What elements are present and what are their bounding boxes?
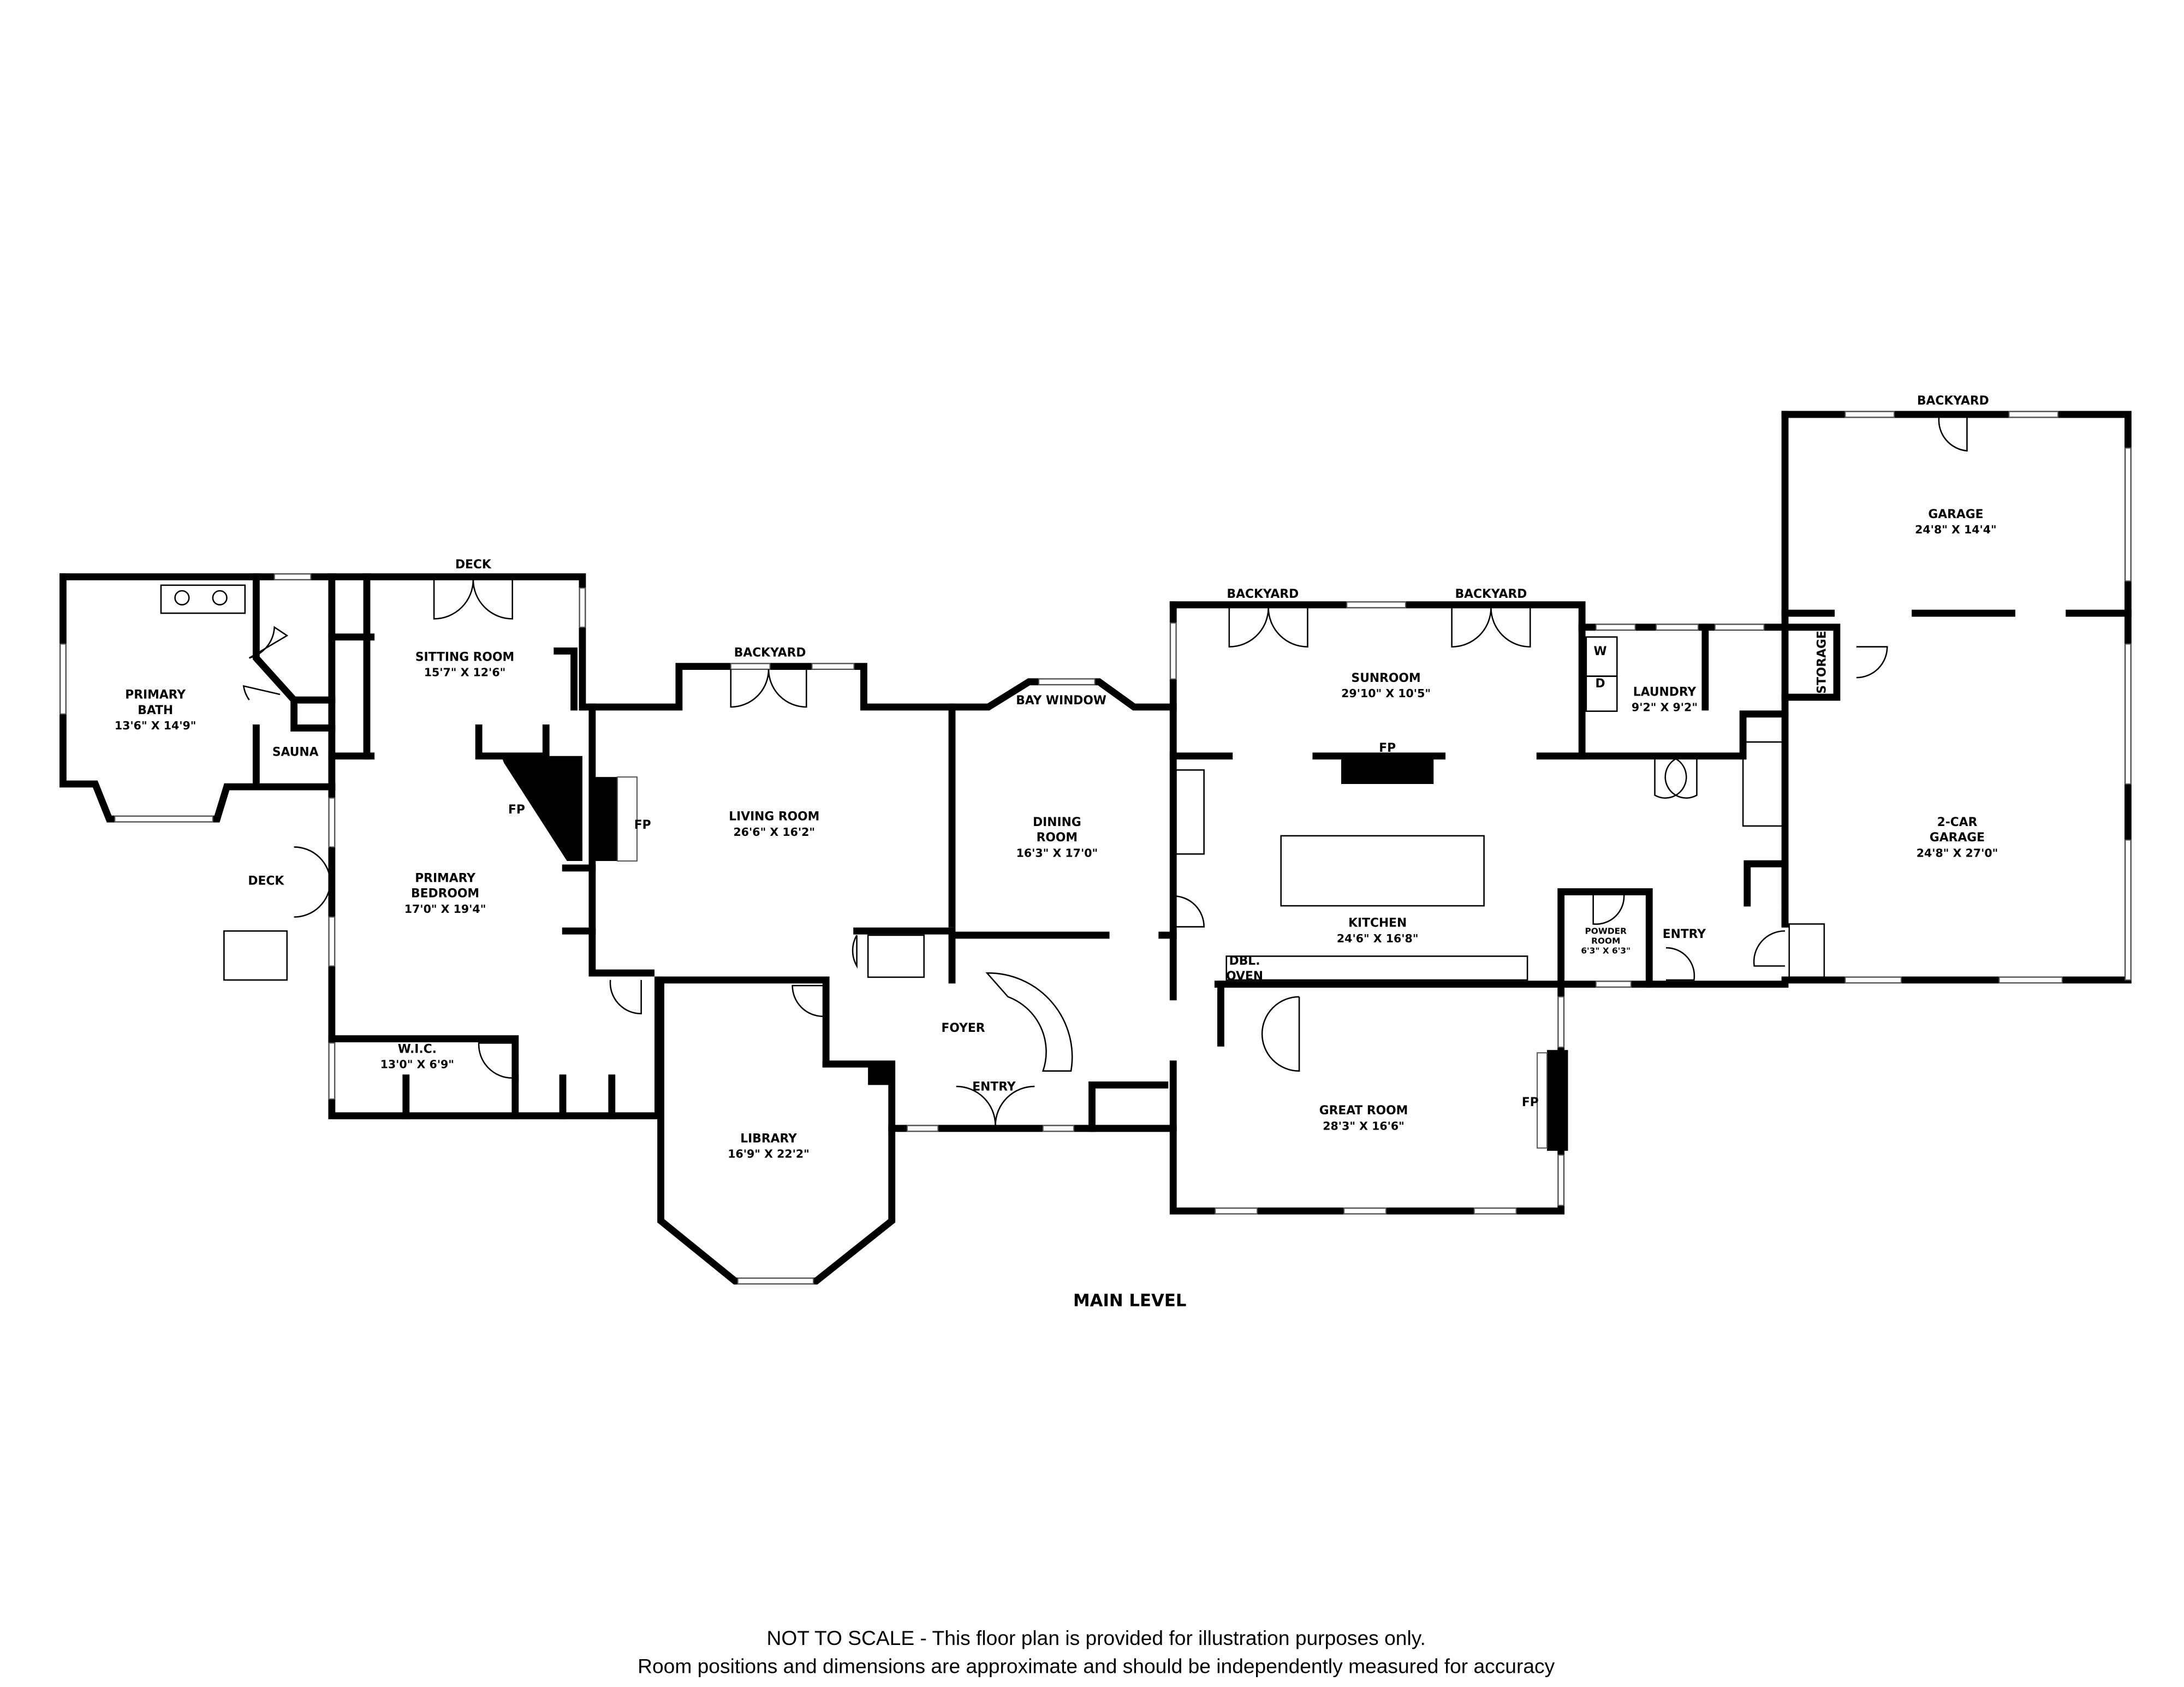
fixtures (160, 584, 1825, 1072)
dbl-oven-label: DBL. (1229, 954, 1260, 968)
primary-bath-label-2: BATH (138, 704, 173, 717)
great-room-label: GREAT ROOM (1319, 1104, 1408, 1118)
living-room-label: LIVING ROOM (729, 810, 819, 824)
powder-room-label: POWDER (1585, 926, 1627, 936)
library-label: LIBRARY (740, 1132, 797, 1145)
washer-label: W (1593, 645, 1606, 658)
kitchen-dims: 24'6" X 16'8" (1337, 932, 1419, 945)
interior-walls (252, 573, 2132, 1132)
kitchen-island (1280, 835, 1485, 907)
great-room-fireplace (1547, 1050, 1568, 1151)
powder-room-label-2: ROOM (1591, 936, 1620, 946)
deck-top-label: DECK (455, 558, 492, 572)
fireplaces (501, 756, 1568, 1151)
storage-label: STORAGE (1815, 631, 1829, 693)
living-backyard-label: BACKYARD (734, 646, 806, 660)
primary-bedroom-label: PRIMARY (415, 872, 475, 886)
powder-room-dims: 6'3" X 6'3" (1581, 946, 1630, 955)
level-title: MAIN LEVEL (1073, 1291, 1186, 1311)
dryer-label: D (1595, 677, 1605, 691)
kitchen-label: KITCHEN (1348, 917, 1407, 930)
wic-dims: 13'0" X 6'9" (380, 1058, 454, 1071)
garage-dims: 24'8" X 14'4" (1915, 523, 1997, 536)
library-dims: 16'9" X 22'2" (728, 1148, 810, 1161)
sunroom-backyard-2-label: BACKYARD (1455, 587, 1527, 601)
two-car-garage-label-2: GARAGE (1930, 831, 1985, 845)
dining-room-dims: 16'3" X 17'0" (1016, 846, 1098, 859)
disclaimer-line-2: Room positions and dimensions are approx… (638, 1654, 1555, 1677)
laundry-dims: 9'2" X 9'2" (1632, 701, 1698, 714)
sitting-room-dims: 15'7" X 12'6" (424, 666, 506, 679)
sunroom-label: SUNROOM (1352, 672, 1421, 685)
two-car-garage-dims: 24'8" X 27'0" (1917, 846, 1998, 859)
great-room-fp-label: FP (1522, 1096, 1539, 1109)
side-entry-label: ENTRY (1663, 928, 1706, 941)
deck-side-label: DECK (248, 875, 284, 888)
two-car-garage-label: 2-CAR (1937, 816, 1978, 829)
laundry-label: LAUNDRY (1633, 685, 1697, 699)
sunroom-backyard-1-label: BACKYARD (1227, 587, 1299, 601)
primary-bedroom-dims: 17'0" X 19'4" (404, 902, 486, 916)
primary-bedroom-label-2: BEDROOM (411, 887, 479, 901)
living-fireplace (592, 777, 618, 862)
sauna-label: SAUNA (272, 746, 319, 759)
front-entry-label: ENTRY (972, 1080, 1016, 1094)
bedroom-fireplace (501, 756, 582, 862)
primary-bath-dims: 13'6" X 14'9" (115, 719, 197, 732)
living-room-dims: 26'6" X 16'2" (734, 825, 816, 839)
disclaimer-line-1: NOT TO SCALE - This floor plan is provid… (767, 1626, 1426, 1649)
sunroom-fireplace (1341, 756, 1434, 785)
windows (59, 411, 2132, 1285)
doors (242, 416, 1968, 1126)
primary-bath-label: PRIMARY (125, 688, 186, 702)
bedroom-fp-label: FP (508, 803, 525, 817)
sitting-room-label: SITTING ROOM (415, 650, 514, 664)
great-room-dims: 28'3" X 16'6" (1323, 1119, 1405, 1132)
sunroom-dims: 29'10" X 10'5" (1341, 687, 1431, 700)
dining-room-label: DINING (1033, 816, 1081, 829)
garage-label: GARAGE (1928, 508, 1983, 521)
wic-label: W.I.C. (398, 1042, 437, 1056)
room-labels: PRIMARY BATH 13'6" X 14'9" SAUNA DECK SI… (115, 394, 1998, 1161)
foyer-label: FOYER (942, 1021, 985, 1035)
bay-window-label: BAY WINDOW (1016, 694, 1106, 708)
dining-room-label-2: ROOM (1037, 831, 1078, 845)
sunroom-fp-label: FP (1379, 741, 1396, 755)
dbl-oven-label-2: OVEN (1226, 970, 1263, 983)
living-fp-label: FP (634, 818, 651, 832)
garage-backyard-label: BACKYARD (1917, 394, 1989, 408)
